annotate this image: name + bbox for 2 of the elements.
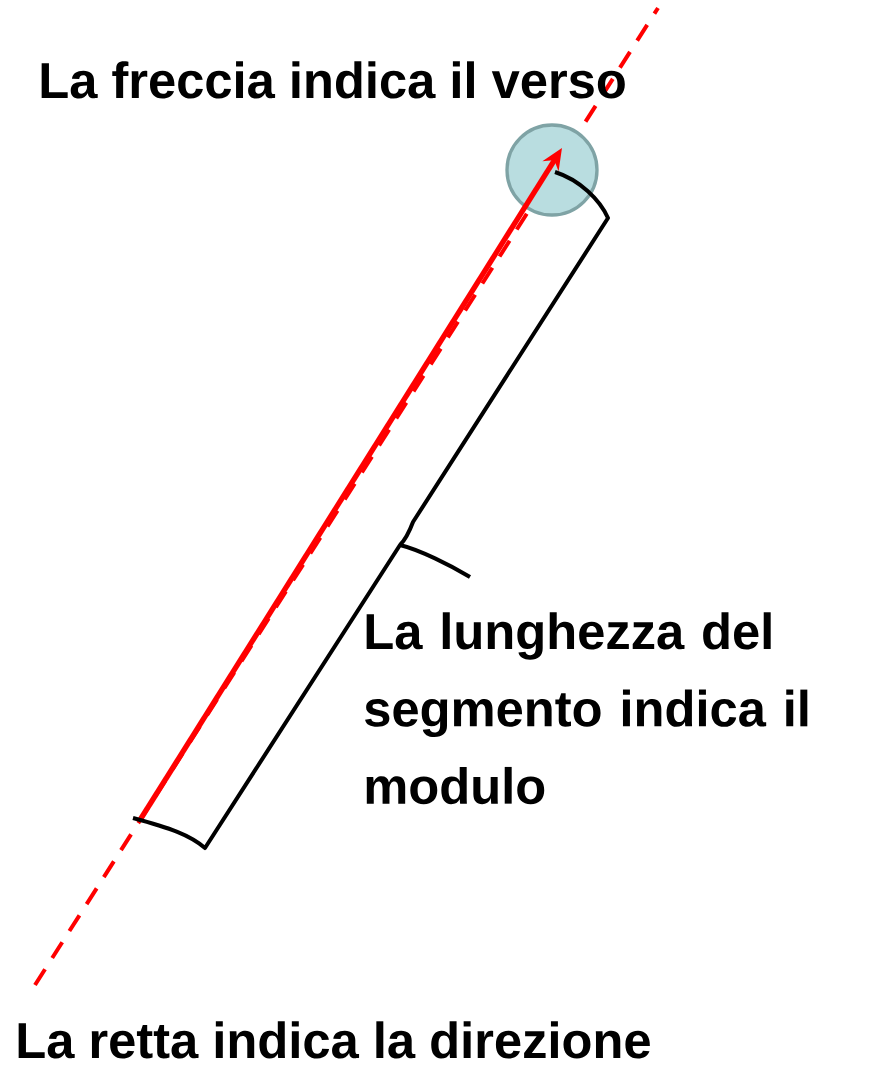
label: La lunghezza del segmento indica il modulo (365, 612, 808, 805)
label: La retta indica la direzione (18, 1021, 650, 1059)
